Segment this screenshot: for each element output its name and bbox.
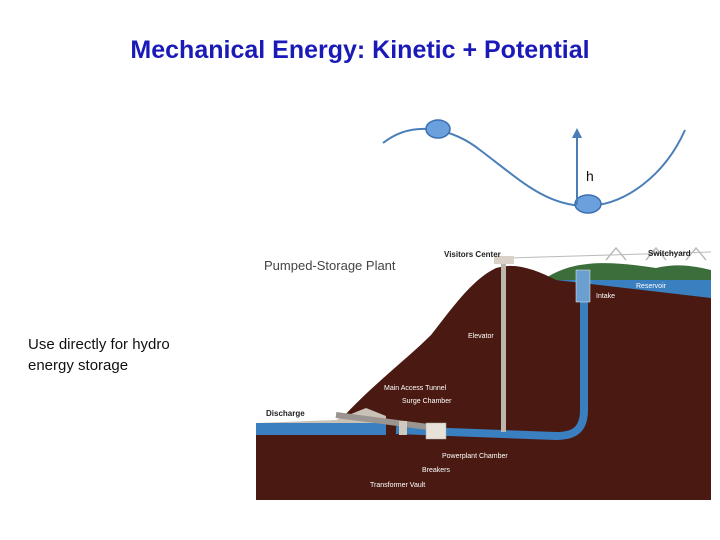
plant-title: Pumped-Storage Plant	[264, 258, 396, 273]
ball-top	[426, 120, 450, 138]
label-breakers: Breakers	[422, 467, 451, 474]
side-text: Use directly for hydro energy storage	[28, 334, 218, 376]
elevator-shaft	[501, 262, 506, 432]
label-reservoir: Reservoir	[636, 283, 667, 290]
label-discharge: Discharge	[266, 409, 305, 418]
label-transformer-vault: Transformer Vault	[370, 482, 425, 489]
label-switchyard: Switchyard	[648, 249, 691, 258]
height-arrow-head	[572, 128, 582, 138]
ball-bottom	[575, 195, 601, 213]
label-powerplant-chamber: Powerplant Chamber	[442, 453, 508, 460]
label-main-access-tunnel: Main Access Tunnel	[384, 385, 447, 392]
discharge-water	[256, 423, 386, 435]
label-elevator: Elevator	[468, 333, 494, 340]
label-visitors-center: Visitors Center	[444, 250, 501, 259]
energy-curve	[383, 129, 685, 206]
label-intake: Intake	[596, 293, 615, 300]
powerplant-chamber-box	[426, 423, 446, 439]
label-surge-chamber: Surge Chamber	[402, 398, 452, 405]
pumped-storage-plant-diagram: Pumped-Storage Plant Visitors Center Swi…	[256, 240, 711, 500]
intake-structure	[576, 270, 590, 302]
height-label: h	[586, 168, 594, 184]
